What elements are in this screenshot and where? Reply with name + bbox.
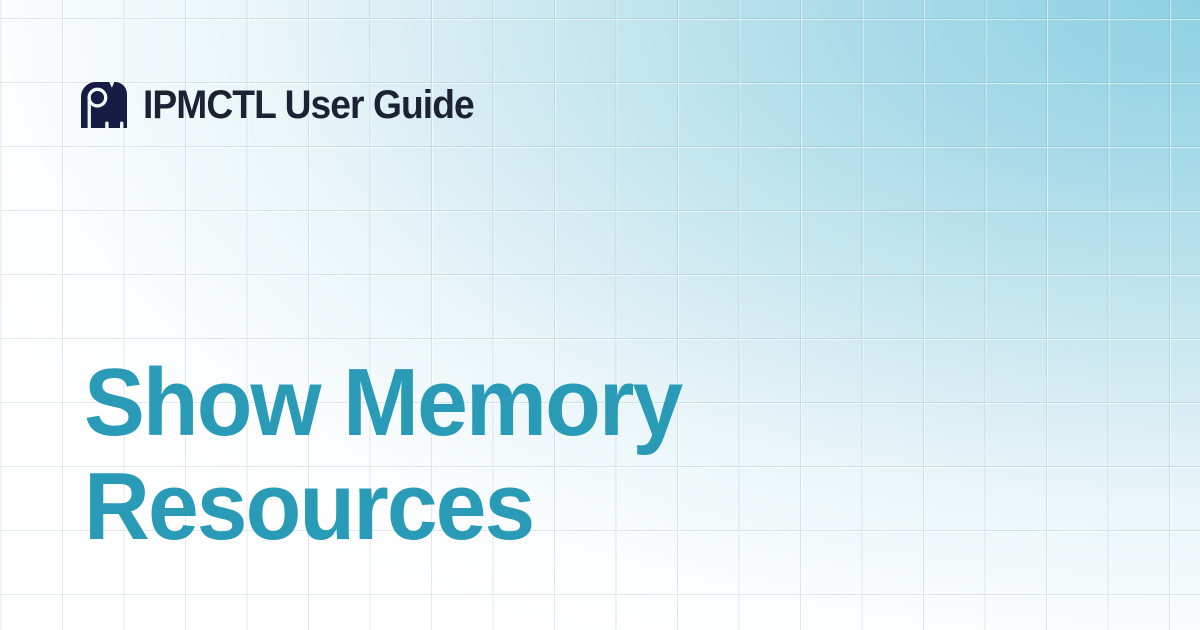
page-title-line-1: Show Memory — [84, 349, 683, 456]
elephant-logo-icon — [81, 82, 127, 129]
brand-header: IPMCTL User Guide — [80, 81, 499, 129]
page-title-line-2: Resources — [84, 453, 535, 560]
brand-title: IPMCTL User Guide — [143, 82, 475, 127]
page-title: Show Memory Resources — [84, 349, 683, 560]
